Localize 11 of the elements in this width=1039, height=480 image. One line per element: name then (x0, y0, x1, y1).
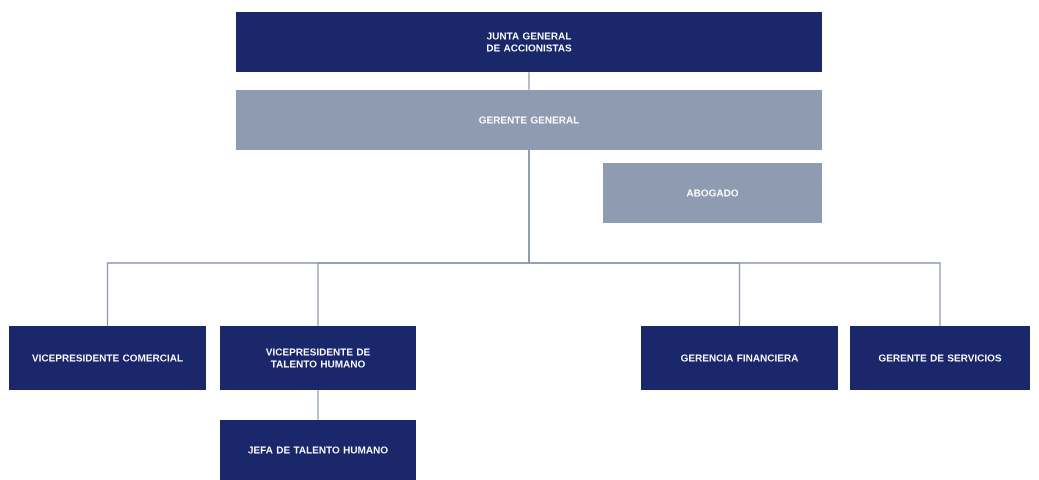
connector-line (528, 149, 941, 327)
board-box: JUNTA GENERAL DE ACCIONISTAS (236, 12, 822, 72)
connector-line (317, 389, 319, 421)
position-box: VICEPRESIDENTE COMERCIAL (9, 326, 206, 390)
position-box: GERENTE DE SERVICIOS (850, 326, 1030, 390)
position-box: GERENCIA FINANCIERA (641, 326, 838, 390)
advisor-box: ABOGADO (603, 163, 822, 223)
connector-line (528, 71, 530, 91)
position-box: JEFA DE TALENTO HUMANO (220, 420, 416, 480)
position-box: VICEPRESIDENTE DE TALENTO HUMANO (220, 326, 416, 390)
manager-box: GERENTE GENERAL (236, 90, 822, 150)
